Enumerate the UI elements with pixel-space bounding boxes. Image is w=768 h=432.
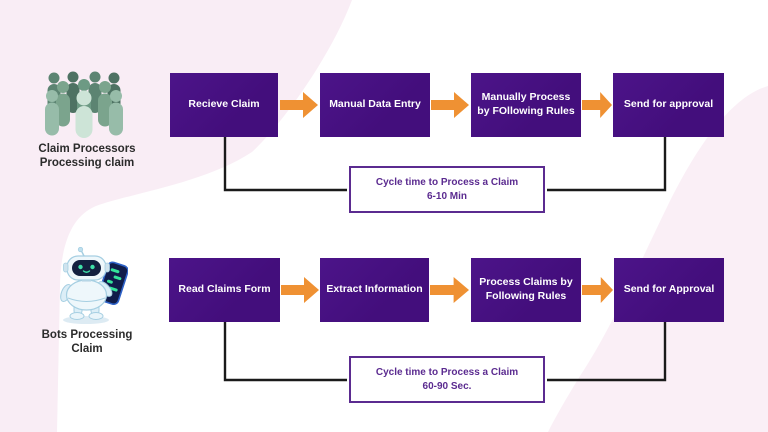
connector-lane2-left [223,322,347,382]
people-back-row [47,71,121,114]
connector-lane2-right [547,322,667,382]
step-box-process-claims: Process Claims by Following Rules [471,258,581,322]
cycle-time-value: 60-90 Sec. [422,380,472,392]
connector-lane1-left [223,137,347,192]
actor-label-line: Claim [71,343,103,356]
robot-icon [60,247,128,324]
flow-arrow-icon [281,277,319,303]
cycle-time-box-manual: Cycle time to Process a Claim 6-10 Min [349,166,545,213]
step-box-read-claims-form: Read Claims Form [169,258,280,322]
flow-arrow-icon [280,92,318,118]
cycle-time-text: Cycle time to Process a Claim [375,176,519,188]
connector-lane1-right [547,137,667,192]
step-box-receive-claim: Recieve Claim [170,73,278,137]
cycle-time-value: 6-10 Min [426,190,467,202]
actor-label-line: Bots Processing [41,329,133,341]
people-group-icon [45,71,123,138]
people-front-row [45,90,123,138]
step-box-manual-data-entry: Manual Data Entry [320,73,430,137]
step-box-extract-information: Extract Information [320,258,429,322]
step-box-manually-process: Manually Process by FOllowing Rules [471,73,581,137]
actor-label-claim-processors: Claim Processors Processing claim [15,142,159,170]
actor-label-line: Claim Processors [38,143,136,155]
flow-arrow-icon [582,277,613,303]
flow-arrow-icon [431,92,469,118]
cycle-time-box-bots: Cycle time to Process a Claim 60-90 Sec. [349,356,545,403]
flow-arrow-icon [582,92,612,118]
step-box-send-for-approval-bots: Send for Approval [614,258,724,322]
cycle-time-text: Cycle time to Process a Claim [375,366,519,378]
actor-label-bots: Bots Processing Claim [15,328,159,356]
step-box-send-for-approval-manual: Send for approval [613,73,724,137]
flow-arrow-icon [430,277,469,303]
actor-label-line: Processing claim [39,157,135,170]
